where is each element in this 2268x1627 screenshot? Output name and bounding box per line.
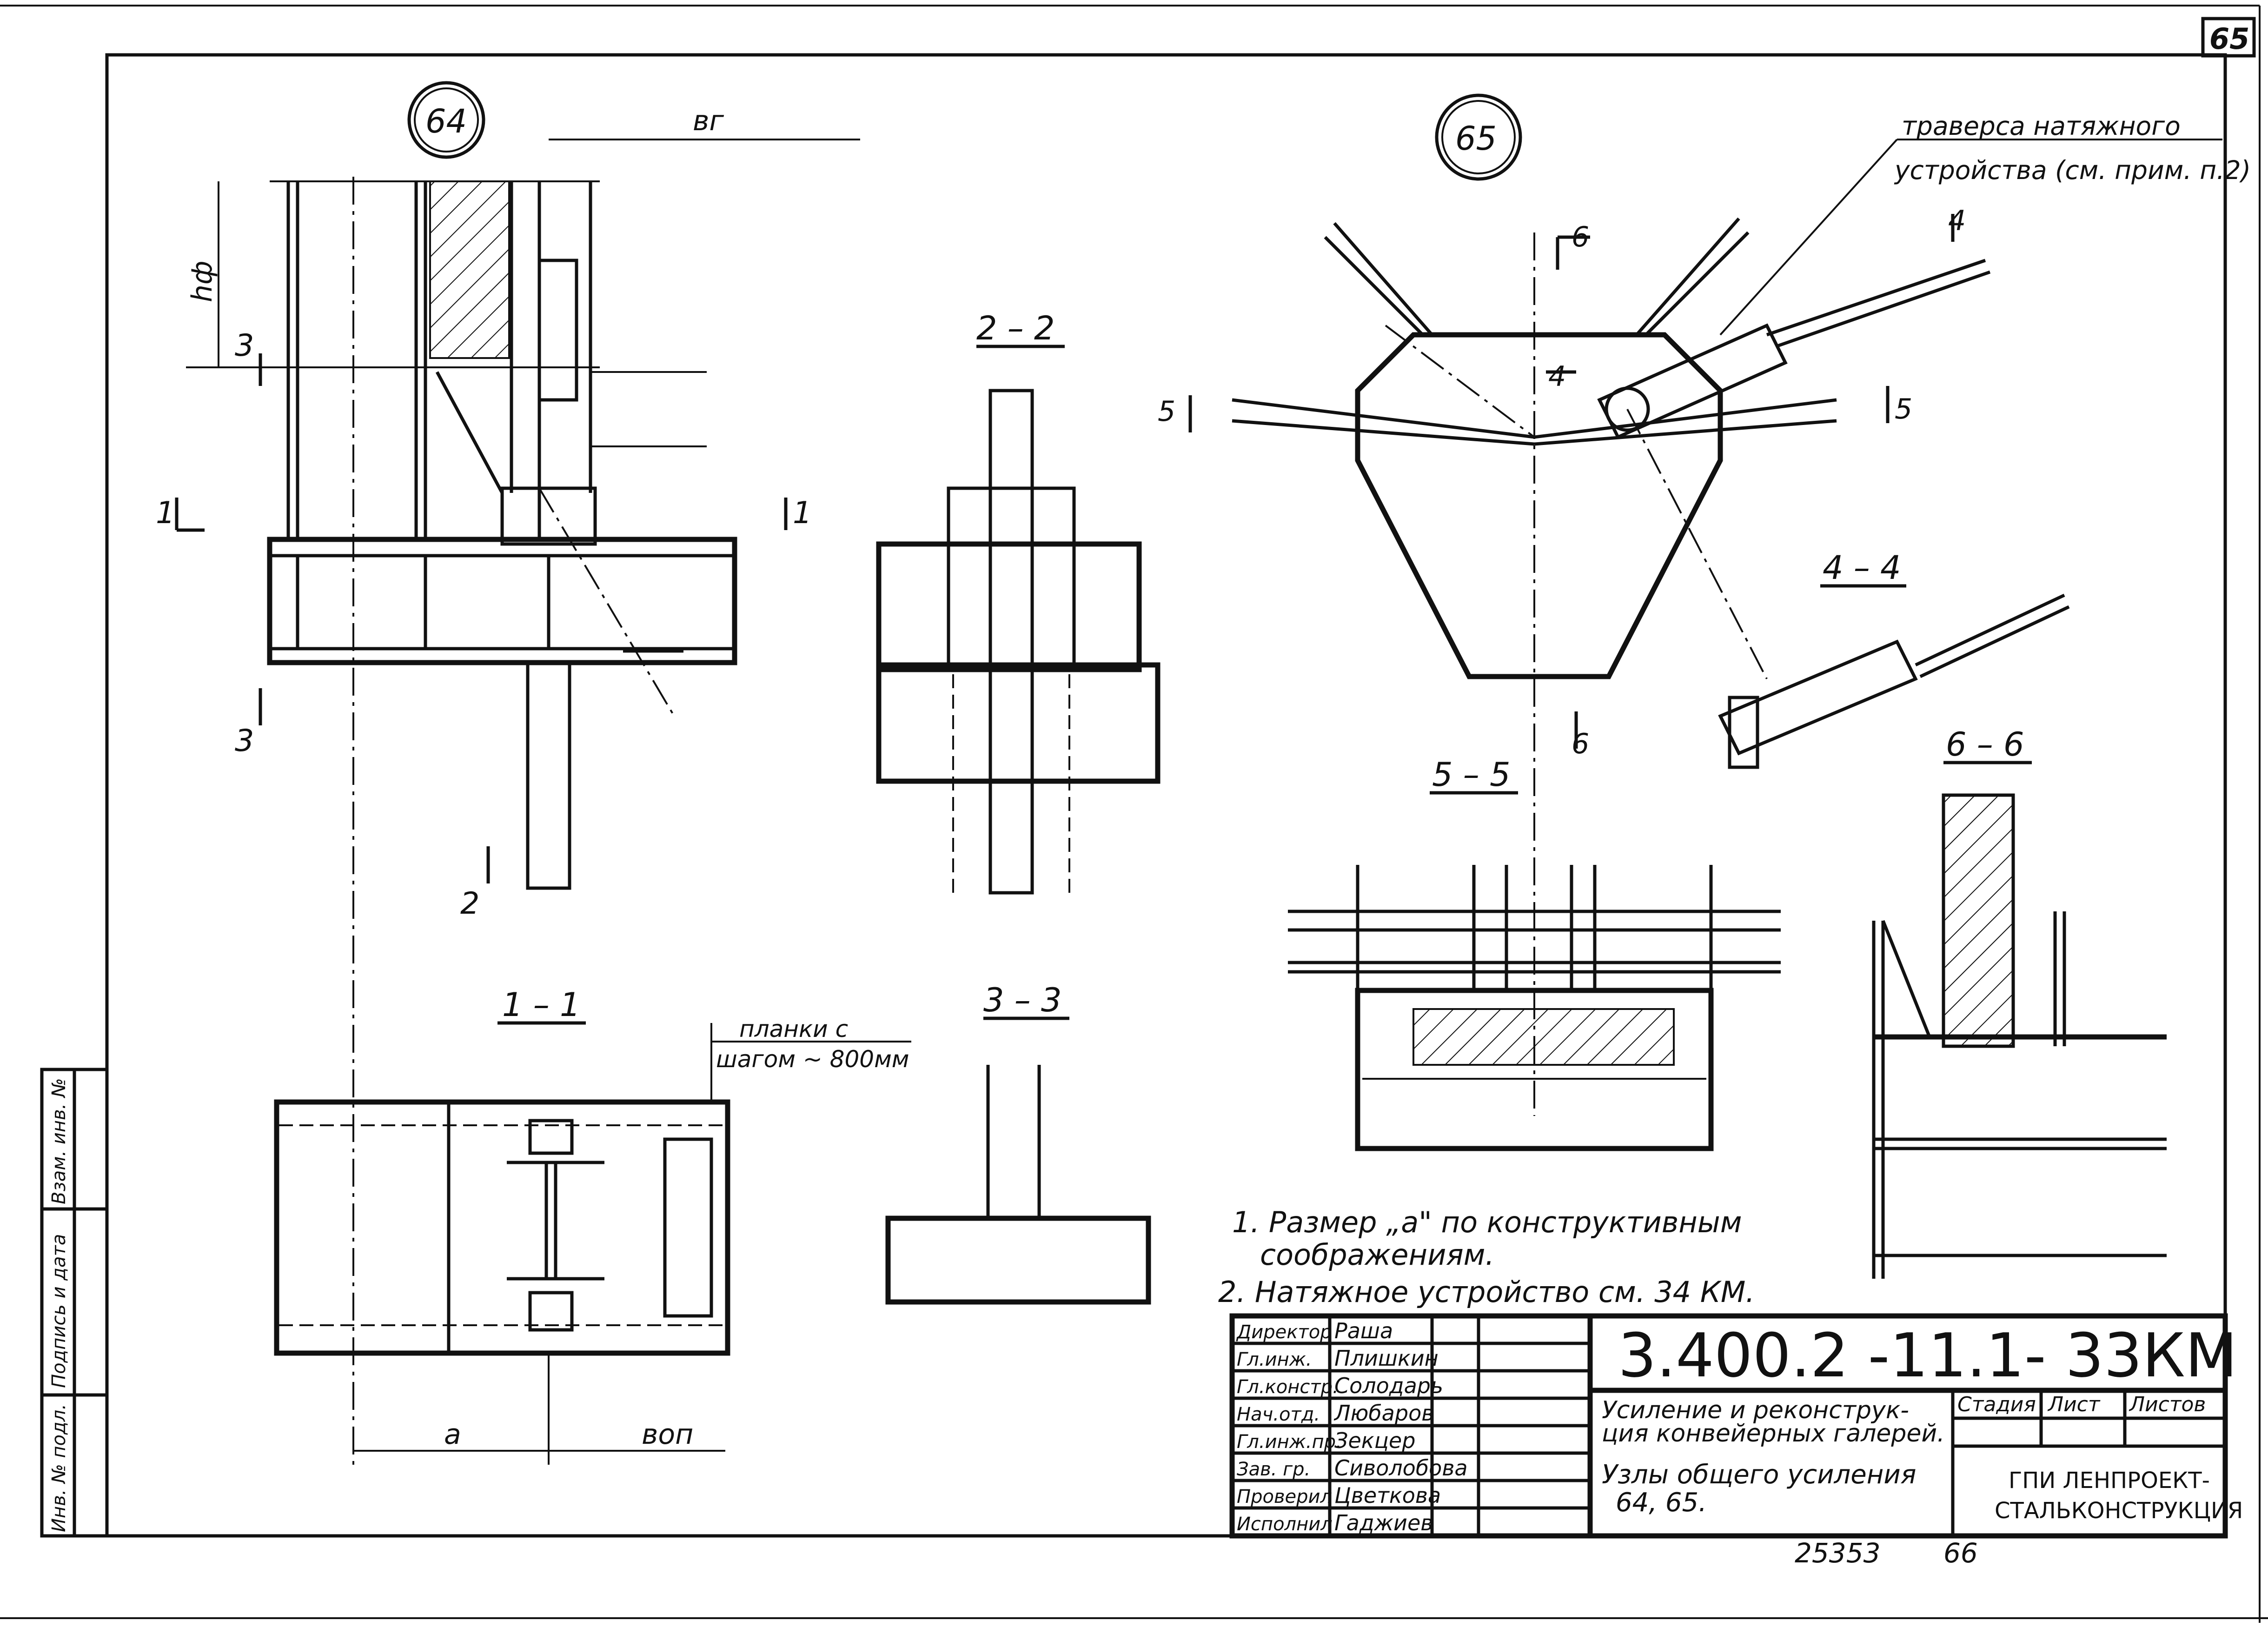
side-stamp: Инв. № подл. Подпись и дата Взам. инв. №	[40, 1068, 109, 1538]
section-5-5: 5 – 5	[1288, 756, 1781, 1151]
section-3-3-label: 3 – 3	[983, 981, 1062, 1019]
cut-mark-5-left: 5	[1158, 395, 1175, 428]
notes: 1. Размер „a" по конструктивным соображе…	[1218, 1205, 1755, 1309]
sheet-label: Лист	[2047, 1393, 2101, 1416]
section-4-4: 4 – 4	[1718, 549, 2070, 769]
note-1-cont: соображениям.	[1260, 1238, 1494, 1272]
side-stamp-replace: Взам. инв. №	[48, 1078, 70, 1204]
stage-label: Стадия	[1957, 1393, 2036, 1416]
cut-mark-3-bottom: 3	[235, 724, 254, 758]
section-4-4-label: 4 – 4	[1823, 549, 1901, 587]
side-stamp-sign: Подпись и дата	[48, 1234, 70, 1388]
dim-b-op: воп	[642, 1418, 693, 1451]
staff-name-4: Зекцер	[1334, 1428, 1415, 1453]
staff-role-7: Исполнил	[1237, 1514, 1333, 1535]
note-2: 2. Натяжное устройство см. 34 КМ.	[1218, 1275, 1755, 1309]
staff-role-0: Директор	[1236, 1322, 1332, 1343]
staff-name-2: Солодарь	[1334, 1373, 1443, 1398]
organization-line-1: ГПИ ЛЕНПРОЕКТ-	[2009, 1468, 2210, 1494]
page-number: 66	[1943, 1537, 1978, 1569]
staff-name-7: Гаджиев	[1334, 1510, 1433, 1535]
callout-planks-2: шагом ~ 800мм	[716, 1046, 909, 1073]
cut-mark-5-right: 5	[1895, 393, 1912, 425]
staff-name-0: Раша	[1334, 1318, 1393, 1343]
node-64-label: 64	[425, 102, 467, 140]
drawing-title-line-2: 64, 65.	[1616, 1488, 1707, 1518]
staff-role-4: Гл.инж.пр.	[1237, 1431, 1342, 1453]
side-stamp-inv: Инв. № подл.	[48, 1404, 70, 1532]
description-line-1: Усиление и реконструк-	[1602, 1396, 1909, 1424]
callout-planks: планки с	[739, 1016, 848, 1043]
staff-name-5: Сиволобова	[1334, 1455, 1468, 1481]
cut-mark-6-top: 6	[1572, 221, 1589, 253]
dim-a: a	[444, 1418, 461, 1451]
section-6-6-label: 6 – 6	[1946, 725, 2024, 764]
drawing-code: 3.400.2 -11.1- 33КМ	[1618, 1320, 2237, 1391]
dim-h-f: hф	[186, 261, 219, 302]
staff-name-3: Любаров	[1333, 1401, 1434, 1426]
node-64-drawing: 64 вг hф	[156, 81, 860, 1465]
cut-mark-1-right: 1	[793, 496, 812, 531]
staff-role-3: Нач.отд.	[1237, 1404, 1320, 1425]
cut-mark-2: 2	[460, 886, 479, 921]
organization-line-2: СТАЛЬКОНСТРУКЦИЯ	[1995, 1498, 2243, 1524]
archive-number: 25353	[1795, 1537, 1881, 1569]
section-5-5-label: 5 – 5	[1432, 756, 1511, 794]
staff-role-1: Гл.инж.	[1237, 1349, 1312, 1370]
section-2-2: 2 – 2	[876, 309, 1161, 895]
section-6-6: 6 – 6	[1872, 725, 2167, 1279]
sheet-number: 65	[2209, 22, 2249, 56]
note-1: 1. Размер „a" по конструктивным	[1232, 1205, 1742, 1239]
callout-traverse-2: устройства (см. прим. п.2)	[1894, 155, 2251, 185]
sheets-label: Листов	[2129, 1393, 2206, 1416]
section-2-2-label: 2 – 2	[976, 309, 1055, 347]
description-line-2: ция конвейерных галерей.	[1602, 1420, 1945, 1448]
sheet-frame: 65	[0, 5, 2261, 1623]
callout-traverse: траверса натяжного	[1902, 111, 2181, 141]
section-1-1-label: 1 – 1	[502, 986, 581, 1024]
staff-role-5: Зав. гр.	[1237, 1459, 1310, 1480]
staff-name-1: Плишкин	[1334, 1346, 1439, 1371]
cut-mark-1-left: 1	[156, 496, 175, 531]
cut-mark-4-inner: 4	[1548, 360, 1566, 393]
drawing-title-line-1: Узлы общего усиления	[1602, 1460, 1916, 1490]
node-65-label: 65	[1455, 120, 1497, 158]
cut-mark-4-outer: 4	[1948, 205, 1966, 237]
node-65-drawing: 65 траверса натяжного устройства (см. пр…	[1158, 93, 2251, 1116]
cut-mark-6-bottom: 6	[1572, 728, 1589, 760]
staff-role-2: Гл.констр.	[1237, 1376, 1339, 1398]
cut-mark-3-top: 3	[235, 328, 254, 363]
staff-role-6: Проверил	[1237, 1486, 1332, 1507]
section-3-3: 3 – 3	[885, 981, 1151, 1305]
title-block: Директор Раша Гл.инж. Плишкин Гл.констр.…	[1229, 1313, 2243, 1539]
staff-name-6: Цветкова	[1334, 1483, 1441, 1508]
dim-b-g: вг	[693, 105, 724, 137]
section-1-1: 1 – 1 планки с шагом ~ 800мм a воп	[274, 986, 911, 1465]
